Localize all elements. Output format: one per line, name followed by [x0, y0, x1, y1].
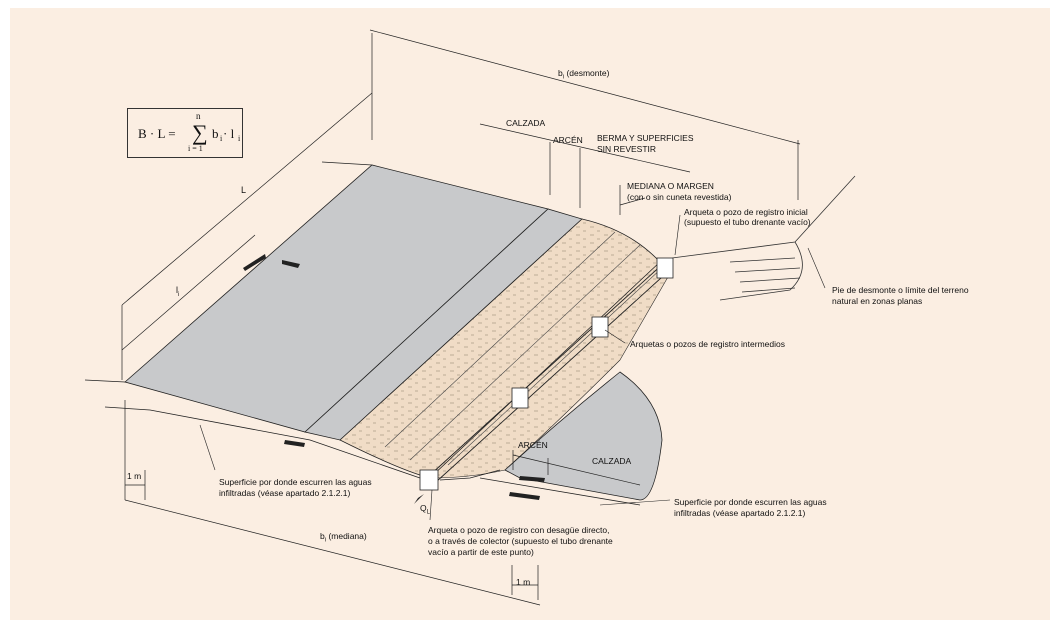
- label-calzada-bottom: CALZADA: [592, 456, 632, 466]
- label-superficie-left-2: infiltradas (véase apartado 2.1.2.1): [219, 488, 351, 498]
- flow-arrows: [243, 254, 545, 504]
- label-arcen-top: ARCÉN: [553, 135, 583, 145]
- label-arqueta-inicial-1: Arqueta o pozo de registro inicial: [684, 207, 808, 217]
- label-pie-desmonte-1: Pie de desmonte o límite del terreno: [832, 285, 969, 295]
- arqueta-desague-box: [419, 469, 439, 491]
- label-bi-mediana: bi (mediana): [320, 531, 367, 544]
- formula-sub-i1: i: [220, 134, 223, 143]
- label-pie-desmonte-2: natural en zonas planas: [832, 296, 923, 306]
- drain-pipe: [429, 261, 673, 483]
- formula-lhs: B · L =: [138, 126, 176, 141]
- arqueta-intermedia-2: [511, 387, 529, 409]
- label-superficie-right-2: infiltradas (véase apartado 2.1.2.1): [674, 508, 806, 518]
- calzada-right-edge: [479, 477, 641, 506]
- arquetas: [419, 257, 674, 491]
- formula-box: B · L = ∑ n i = 1 b i · l i: [127, 108, 243, 158]
- label-mediana-2: (con o sin cuneta revestida): [627, 192, 732, 202]
- label-bi-desmonte: bi (desmonte): [558, 68, 610, 81]
- label-desague-1: Arqueta o pozo de registro con desagüe d…: [428, 525, 610, 535]
- formula-sub-i2: i: [238, 134, 241, 143]
- leader-lines: [199, 214, 826, 521]
- label-desague-3: vacío a partir de este punto): [428, 547, 534, 557]
- berm-lines: [384, 231, 663, 466]
- formula-b: b: [212, 126, 219, 141]
- label-mediana-1: MEDIANA O MARGEN: [627, 181, 714, 191]
- formula-mid: · l: [223, 126, 235, 141]
- formula-lower: i = 1: [188, 144, 203, 153]
- label-superficie-left-1: Superficie por donde escurren las aguas: [219, 477, 372, 487]
- ground-lines: [84, 161, 501, 481]
- formula-upper: n: [196, 111, 201, 121]
- label-L: L: [241, 185, 247, 195]
- calzada-right-surface: [504, 371, 663, 501]
- arqueta-intermedia-1: [591, 316, 609, 338]
- label-1m-left: 1 m: [127, 471, 142, 481]
- label-ql: QL: [420, 503, 430, 516]
- label-berma-2: SIN REVESTIR: [597, 144, 657, 154]
- label-1m-bottom: 1 m: [516, 577, 531, 587]
- label-calzada-top: CALZADA: [506, 118, 546, 128]
- label-arcen-bottom: ARCÉN: [518, 440, 548, 450]
- arqueta-inicial-box: [656, 257, 674, 279]
- label-arquetas-intermedias: Arquetas o pozos de registro intermedios: [630, 339, 785, 349]
- formula-sigma: ∑: [192, 120, 208, 145]
- label-superficie-right-1: Superficie por donde escurren las aguas: [674, 497, 827, 507]
- cut-slope: [671, 175, 856, 301]
- label-berma-1: BERMA Y SUPERFICIES: [597, 133, 694, 143]
- label-li: li: [176, 285, 180, 298]
- label-arqueta-inicial-2: (supuesto el tubo drenante vacío): [684, 217, 811, 227]
- label-desague-2: o a través de colector (supuesto el tubo…: [428, 536, 613, 546]
- dimension-lines: [121, 29, 801, 606]
